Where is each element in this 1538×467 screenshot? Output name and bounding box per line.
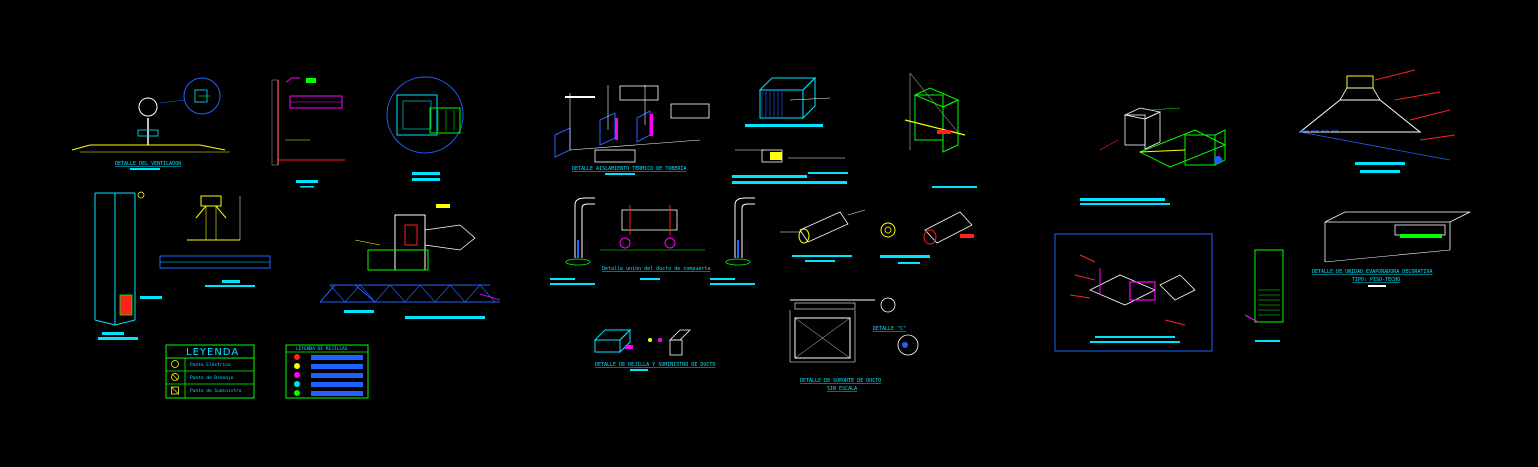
detail-duct-box [745, 76, 831, 127]
detail-duct-union: Detalle unión del ducto de compuerta [600, 205, 710, 280]
legend-item-2: Punto de Drenaje [190, 375, 234, 381]
detail-ventilador: DETALLE DEL VENTILADOR [71, 77, 230, 170]
legend-item-1: Punto Eléctrico [190, 361, 231, 368]
caption-codo: Detalle unión del ducto de compuerta [602, 265, 710, 272]
detail-roof-extractor [1298, 69, 1456, 173]
detail-circle-plan [386, 76, 464, 181]
detail-small-duct [732, 149, 848, 184]
detail-elbow-left [550, 197, 595, 285]
caption-unidad-sub: TIPO: PISO-TECHO [1352, 277, 1400, 283]
detail-unit-isometric [1080, 107, 1227, 205]
legend-item-3: Punto de Suministro [190, 388, 242, 394]
electric-point-icon [171, 360, 179, 368]
caption-rejilla: DETALLE DE REJILLA Y SUMINISTRO DE DUCTO [595, 362, 715, 368]
detail-grille-supply: DETALLE DE REJILLA Y SUMINISTRO DE DUCTO [593, 328, 715, 371]
caption-unidad: DETALLE DE UNIDAD EVAPORADORA DECORATIVA [1312, 269, 1432, 275]
drain-point-icon [171, 373, 179, 381]
detail-shaft [94, 191, 162, 340]
caption-ventilador: DETALLE DEL VENTILADOR [115, 161, 182, 167]
detail-wall-bracket [271, 77, 345, 188]
legend-grilles: LEYENDA DE REJILLAS [285, 344, 369, 399]
detail-extractor [159, 195, 271, 287]
detail-insulated-pipe [780, 209, 866, 262]
detail-tuberia: DETALLE AISLAMIENTO TÉRMICO DE TUBERÍA [554, 85, 710, 175]
caption-detalle-c: DETALLE "C" [873, 326, 906, 332]
supply-point-icon [171, 386, 179, 395]
detail-pipe-section [880, 211, 974, 264]
caption-soporte-ducto: DETALLE DE SOPORTE DE DUCTO [800, 378, 881, 384]
detail-elbow-right [710, 197, 755, 285]
legend-title: LEYENDA [186, 347, 239, 358]
detail-wall-duct [904, 72, 977, 188]
caption-tuberia: DETALLE AISLAMIENTO TÉRMICO DE TUBERÍA [572, 164, 686, 172]
detail-truss-unit [319, 204, 501, 319]
caption-soporte-ducto-sub: SIN ESCALA [827, 386, 857, 392]
detail-door-grille [1244, 249, 1284, 342]
detail-iso-box-frame [1054, 233, 1213, 352]
detail-soporte-ducto: DETALLE "C" DETALLE DE SOPORTE DE DUCTO … [789, 297, 919, 392]
legend-table: LEYENDA Punto Eléctrico Punto de Drenaje… [165, 344, 255, 399]
detail-evaporator: DETALLE DE UNIDAD EVAPORADORA DECORATIVA… [1312, 211, 1471, 287]
legend-grilles-title: LEYENDA DE REJILLAS [296, 346, 348, 352]
